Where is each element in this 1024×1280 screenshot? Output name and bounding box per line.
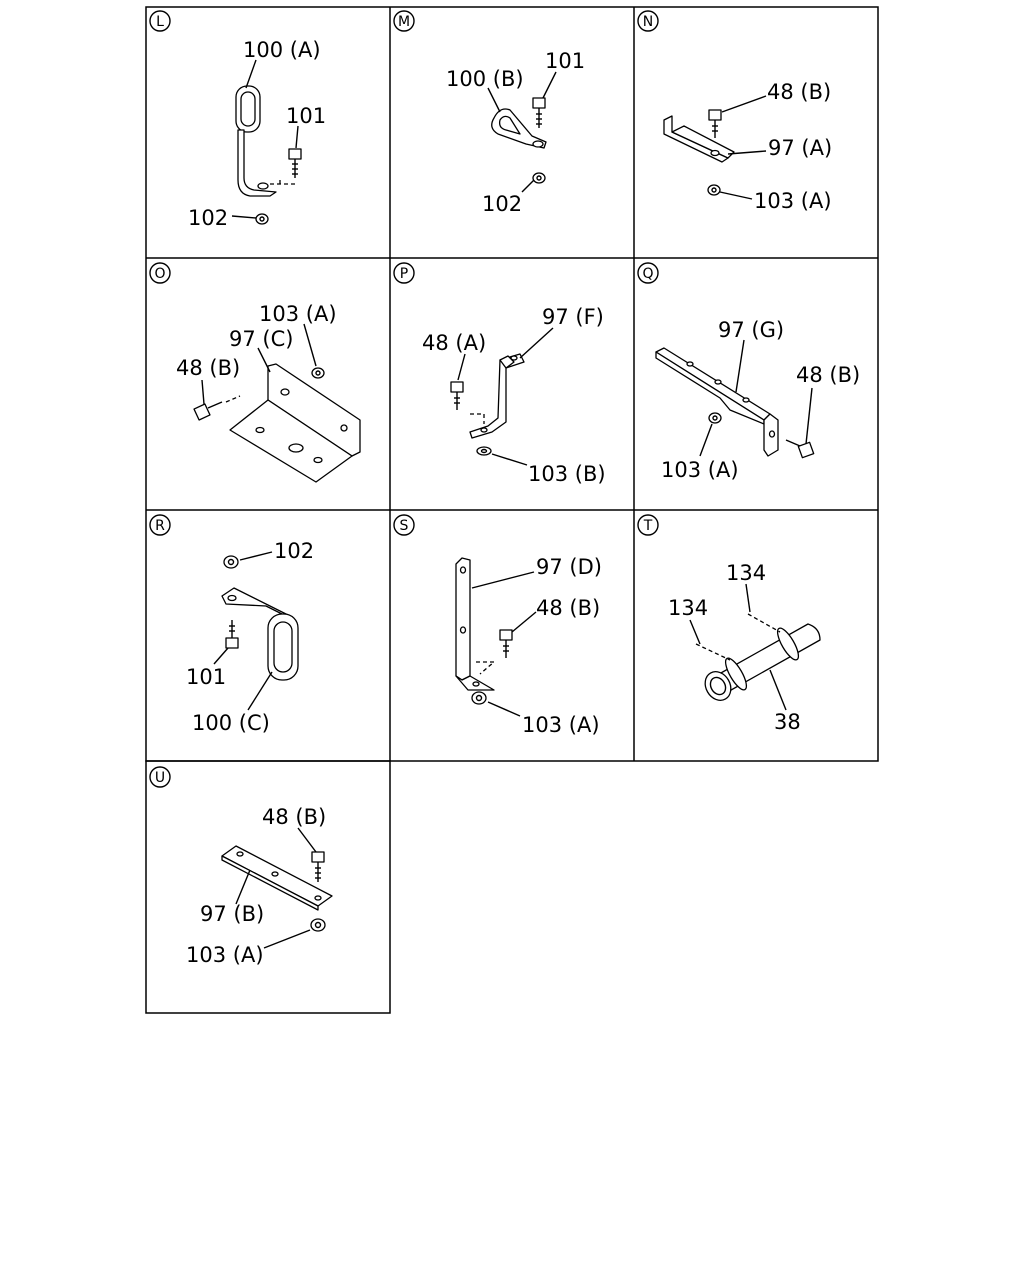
panel-p: P 97 (F) 48 (A) 103 (B) xyxy=(393,262,606,486)
part-label: 100 (B) xyxy=(446,67,524,91)
part-label: 101 xyxy=(186,665,226,689)
part-label: 103 (A) xyxy=(661,458,739,482)
part-label: 103 (A) xyxy=(754,189,832,213)
washer-part xyxy=(476,446,492,456)
bolt-part xyxy=(225,620,239,649)
panel-letter: R xyxy=(155,518,165,534)
panel-marker-circle xyxy=(637,514,659,536)
panel-letter: O xyxy=(154,266,165,282)
part-label: 134 xyxy=(668,596,708,620)
bolt-part xyxy=(450,381,464,410)
part-label: 48 (B) xyxy=(176,356,240,380)
panel-marker-circle xyxy=(393,10,415,32)
panel-marker-circle xyxy=(149,766,171,788)
bolt-part xyxy=(708,109,722,138)
part-label: 48 (B) xyxy=(262,805,326,829)
part-label: 102 xyxy=(482,192,522,216)
part-label: 102 xyxy=(274,539,314,563)
bolt-part xyxy=(193,401,223,421)
panel-marker-circle xyxy=(149,262,171,284)
bracket-part xyxy=(469,353,525,439)
panel-letter: Q xyxy=(642,266,653,282)
bracket-part xyxy=(663,115,735,163)
panel-letter: S xyxy=(400,518,409,534)
panel-o: O 103 (A) 97 (C) 48 (B) xyxy=(149,262,361,483)
bracket-part xyxy=(455,557,495,691)
bracket-part xyxy=(221,845,333,911)
bolt-part xyxy=(288,148,302,178)
part-label: 134 xyxy=(726,561,766,585)
panel-marker-circle xyxy=(393,262,415,284)
panel-grid xyxy=(145,6,879,1014)
panel-letter: L xyxy=(156,14,164,30)
panel-r: R 102 101 100 (C) xyxy=(149,514,314,735)
panel-m: M 100 (B) 101 102 xyxy=(393,10,585,216)
part-label: 48 (A) xyxy=(422,331,486,355)
panel-marker-circle xyxy=(149,514,171,536)
panel-n: N 48 (B) 97 (A) 103 (A) xyxy=(637,10,832,213)
nut-part xyxy=(708,412,722,424)
panel-marker-circle xyxy=(393,514,415,536)
panel-q: Q 97 (G) 48 (B) 103 (A) xyxy=(637,262,860,482)
panel-letter: N xyxy=(643,14,653,30)
nut-part xyxy=(532,172,546,184)
part-label: 102 xyxy=(188,206,228,230)
part-label: 103 (A) xyxy=(522,713,600,737)
nut-part xyxy=(707,184,721,196)
nut-part xyxy=(255,213,269,225)
part-label: 103 (A) xyxy=(259,302,337,326)
bolt-part xyxy=(785,439,815,459)
nut-part xyxy=(223,555,239,569)
clip-part xyxy=(491,108,547,149)
nut-part xyxy=(311,367,325,379)
part-label: 48 (B) xyxy=(767,80,831,104)
bolt-part xyxy=(499,629,513,658)
part-label: 97 (G) xyxy=(718,318,784,342)
part-label: 103 (B) xyxy=(528,462,606,486)
part-label: 97 (F) xyxy=(542,305,604,329)
panel-marker-circle xyxy=(637,262,659,284)
part-label: 97 (D) xyxy=(536,555,602,579)
nut-part xyxy=(471,691,487,705)
clip-part xyxy=(235,85,277,197)
bracket-part xyxy=(229,363,361,483)
tie-band-part xyxy=(695,613,800,691)
panel-marker-circle xyxy=(149,10,171,32)
part-label: 100 (A) xyxy=(243,38,321,62)
bolt-part xyxy=(311,851,325,882)
part-label: 97 (A) xyxy=(768,136,832,160)
pipe-part xyxy=(704,623,821,701)
panel-letter: U xyxy=(155,770,165,786)
part-label: 101 xyxy=(286,104,326,128)
panel-letter: P xyxy=(400,266,408,282)
panel-s: S 97 (D) 48 (B) 103 (A) xyxy=(393,514,602,737)
part-label: 97 (C) xyxy=(229,327,293,351)
part-label: 103 (A) xyxy=(186,943,264,967)
panel-letter: T xyxy=(643,518,653,534)
part-label: 97 (B) xyxy=(200,902,264,926)
panel-marker-circle xyxy=(637,10,659,32)
nut-part xyxy=(310,918,326,932)
panel-t: T 134 134 38 xyxy=(637,514,821,734)
clip-part xyxy=(221,587,299,681)
part-label: 48 (B) xyxy=(796,363,860,387)
panel-l: L 100 (A) 101 102 xyxy=(149,10,326,230)
part-label: 101 xyxy=(545,49,585,73)
panel-letter: M xyxy=(398,14,410,30)
bolt-part xyxy=(532,97,546,128)
part-label: 38 xyxy=(774,710,801,734)
panel-u: U 48 (B) 97 (B) 103 (A) xyxy=(149,766,333,967)
bracket-part xyxy=(655,347,779,457)
part-label: 100 (C) xyxy=(192,711,270,735)
part-label: 48 (B) xyxy=(536,596,600,620)
